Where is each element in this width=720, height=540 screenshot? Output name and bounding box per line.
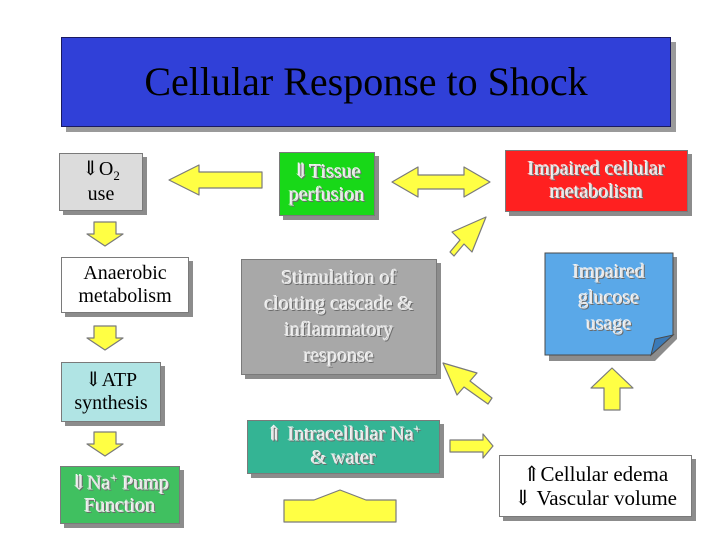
arrow-tissue-impaired-metabolism — [391, 166, 491, 198]
up-arrow-icon: ⇑ — [522, 461, 541, 486]
arrow-tissue-to-o2 — [168, 164, 263, 196]
arrow-clotting-to-impaired-metabolism — [449, 216, 487, 257]
node-edema-vascular-volume: ⇑Cellular edema ⇓ Vascular volume — [499, 455, 692, 517]
down-arrow-icon: ⇓ — [513, 486, 532, 510]
arrow-napump-to-intracellular — [283, 489, 397, 523]
arrow-edema-to-glucose — [590, 367, 634, 411]
node-clotting-cascade: Stimulation of clotting cascade & inflam… — [241, 259, 437, 375]
node-atp-synthesis: ⇓ATP synthesis — [61, 362, 161, 422]
down-arrow-icon: ⇓ — [82, 157, 99, 180]
up-arrow-icon: ⇑ — [266, 423, 283, 446]
arrow-o2-to-anaerobic — [86, 221, 124, 247]
node-impaired-cellular-metabolism: Impaired cellular metabolism — [505, 150, 688, 212]
arrow-anaerobic-to-atp — [86, 325, 124, 351]
arrow-intracellular-to-clotting — [442, 362, 493, 405]
node-intracellular-na-water: ⇑ Intracellular Na+ & water — [247, 420, 440, 474]
down-arrow-icon: ⇓ — [84, 369, 102, 391]
arrow-atp-to-napump — [86, 431, 124, 457]
arrow-intracellular-to-edema — [449, 433, 494, 459]
node-na-pump-function: ⇓Na+ Pump Function — [60, 466, 180, 524]
node-o2-use: ⇓O2 use — [59, 153, 143, 211]
title-banner: Cellular Response to Shock — [61, 37, 671, 127]
down-arrow-icon: ⇓ — [70, 472, 88, 495]
down-arrow-icon: ⇓ — [292, 161, 310, 183]
folded-note-shape — [544, 252, 677, 361]
node-impaired-glucose-usage: Impaired glucose usage — [544, 252, 677, 361]
node-anaerobic-metabolism: Anaerobic metabolism — [61, 257, 189, 313]
page-title: Cellular Response to Shock — [144, 59, 588, 104]
node-tissue-perfusion: ⇓Tissue perfusion — [279, 152, 375, 216]
